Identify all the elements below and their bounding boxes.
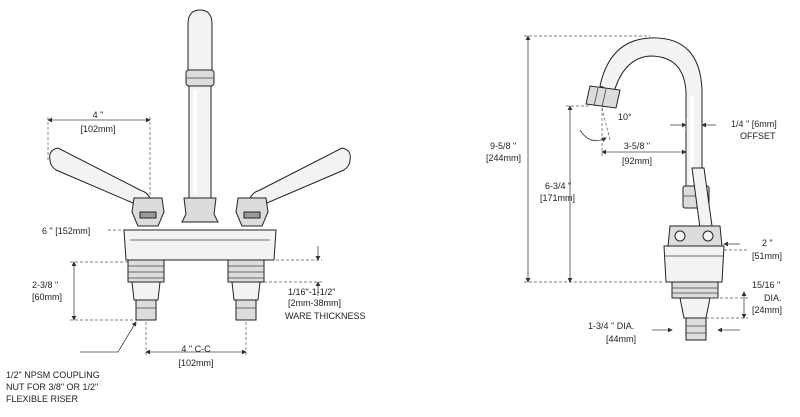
dim-ware-thickness-inch: 1/16"-1-1/2" bbox=[288, 287, 336, 297]
dim-handle-spread-lines bbox=[47, 117, 151, 196]
dim-nut-dia-note: DIA. bbox=[764, 293, 782, 303]
side-spout bbox=[585, 37, 710, 209]
dim-nut-dia-lines bbox=[706, 291, 748, 319]
dim-base-lines bbox=[723, 241, 748, 251]
coupling-note-line1: 1/2" NPSM COUPLING bbox=[6, 370, 100, 380]
dim-shank-length-inch: 2-3/8 " bbox=[32, 280, 59, 290]
dim-offset-lines bbox=[670, 118, 716, 132]
dim-center-lines bbox=[145, 322, 247, 356]
dim-ware-thickness-note: WARE THICKNESS bbox=[285, 311, 366, 321]
dim-spout-reach-inch: 3-5/8 " bbox=[623, 141, 651, 151]
side-deck-body bbox=[663, 245, 725, 283]
dim-offset-inch: 1/4 " [6mm] bbox=[731, 119, 777, 129]
dim-shank-dia-inch: 1-3/4 " DIA. bbox=[588, 321, 635, 331]
dim-nut-dia-inch: 15/16 " bbox=[752, 280, 781, 290]
dim-angle-lines bbox=[579, 107, 611, 156]
dim-ware-thickness-mm: [2mm-38mm] bbox=[288, 298, 342, 308]
dim-shank-dia-mm: [44mm] bbox=[606, 334, 637, 344]
dim-handle-spread-mm: [102mm] bbox=[80, 124, 116, 134]
dim-nut-dia-mm: [24mm] bbox=[752, 305, 783, 315]
dim-overall-height-inch: 9-5/8 " bbox=[490, 141, 517, 151]
dim-overall-height-mm: [244mm] bbox=[486, 153, 522, 163]
front-view bbox=[47, 9, 351, 356]
dim-ware-lines bbox=[264, 246, 322, 296]
dim-deck-height: 6 " [152mm] bbox=[42, 226, 91, 236]
side-shank bbox=[671, 281, 719, 341]
left-shank bbox=[127, 259, 165, 321]
dim-handle-spread-inch: 4 " bbox=[92, 110, 104, 120]
dim-shank-lines bbox=[70, 261, 136, 321]
right-handle bbox=[235, 147, 351, 227]
front-spout bbox=[181, 9, 219, 223]
coupling-note-line3: FLEXIBLE RISER bbox=[6, 394, 79, 404]
dim-center-to-center-inch: 4 " C-C bbox=[181, 344, 211, 354]
dim-spout-reach-mm: [92mm] bbox=[621, 156, 652, 166]
dim-shank-length-mm: [60mm] bbox=[32, 292, 63, 302]
coupling-note-line2: NUT FOR 3/8" OR 1/2" bbox=[6, 382, 99, 392]
dim-overall-height-lines bbox=[524, 35, 664, 283]
dim-base-height-inch: 2 " bbox=[762, 238, 773, 248]
dim-spout-height-lines bbox=[566, 105, 590, 283]
dim-spout-height-inch: 6-3/4 " bbox=[545, 181, 572, 191]
deck-plate bbox=[123, 229, 277, 261]
left-handle bbox=[49, 147, 165, 227]
side-handle bbox=[667, 167, 723, 247]
dim-base-height-mm: [51mm] bbox=[752, 251, 783, 261]
side-view bbox=[524, 35, 748, 341]
dim-spout-angle: 10° bbox=[618, 112, 632, 122]
dim-spout-height-mm: [171mm] bbox=[540, 193, 576, 203]
dim-center-to-center-mm: [102mm] bbox=[178, 358, 214, 368]
right-shank bbox=[227, 259, 265, 321]
dim-offset-note: OFFSET bbox=[740, 131, 776, 141]
